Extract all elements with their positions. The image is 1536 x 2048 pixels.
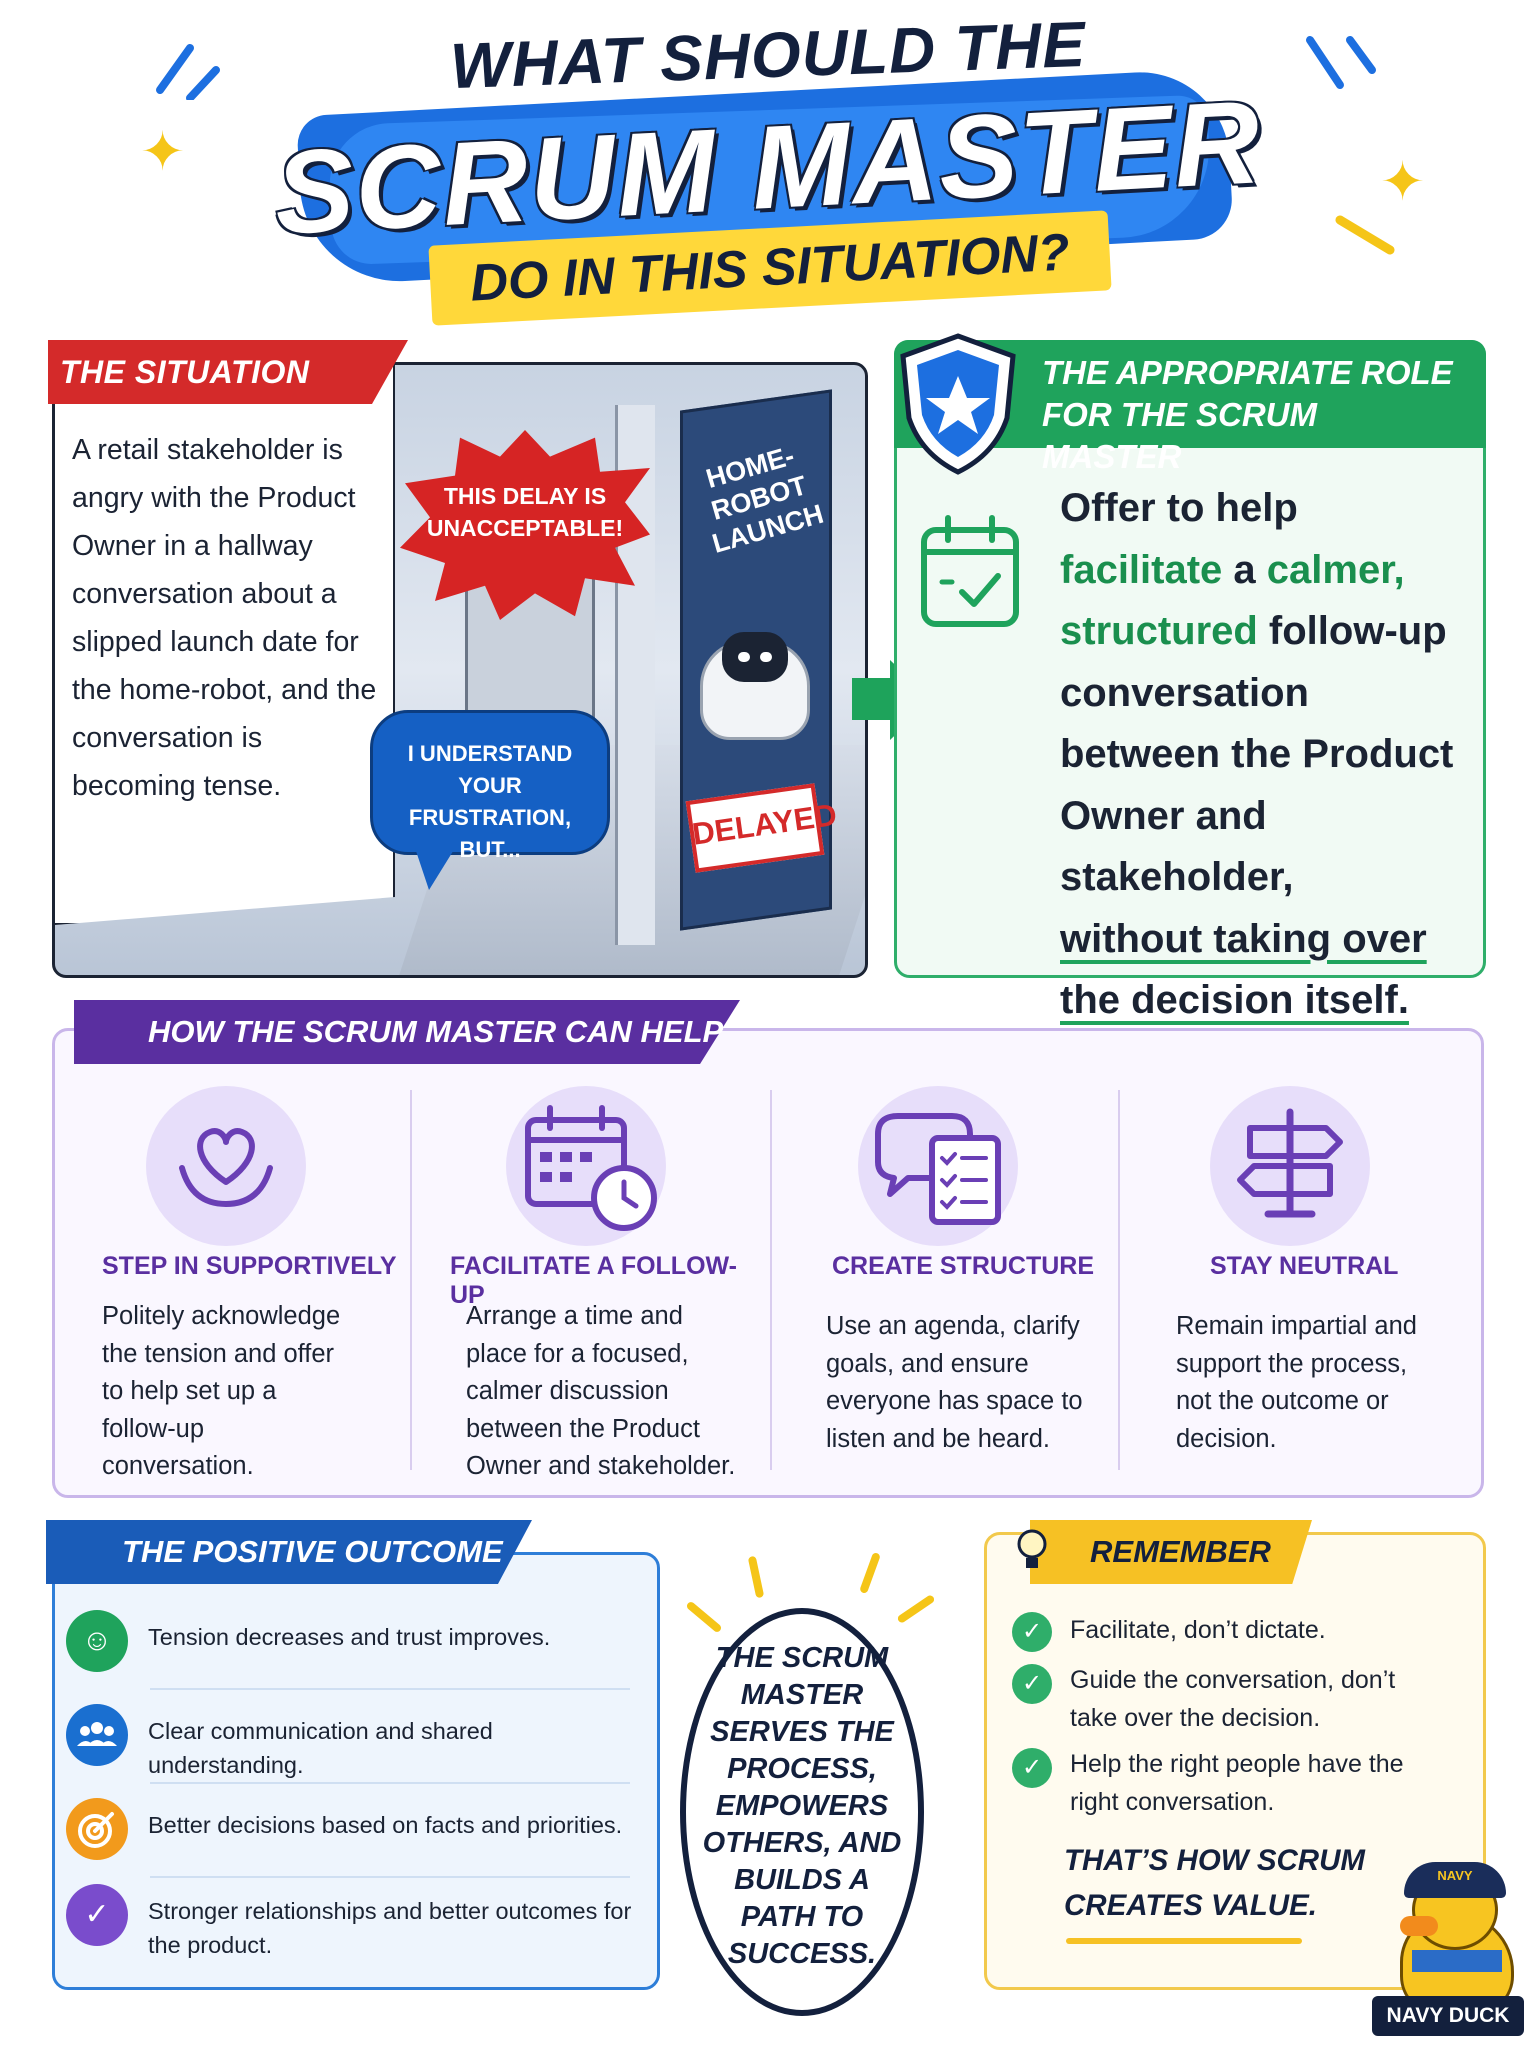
- sparkle-icon: ✦: [1380, 152, 1426, 212]
- outcome-item: Clear communication and shared understan…: [66, 1704, 646, 1794]
- column-divider: [770, 1090, 772, 1470]
- sparkle-icon: ✦: [140, 122, 186, 182]
- highlight-underline: [1066, 1938, 1302, 1944]
- outcome-item: ☺ Tension decreases and trust improves.: [66, 1610, 646, 1700]
- mascot-label: NAVY DUCK: [1386, 2004, 1510, 2027]
- outcome-text: Tension decreases and trust improves.: [148, 1624, 551, 1650]
- role-text-underlined: without taking over the decision itself.: [1060, 916, 1427, 1023]
- role-text-highlight: calmer,: [1266, 547, 1405, 592]
- divider: [150, 1782, 630, 1784]
- situation-tag: [48, 340, 408, 404]
- target-icon: [66, 1798, 128, 1860]
- ray-icon: [896, 1593, 936, 1625]
- robot-eye: [760, 652, 772, 662]
- divider: [150, 1688, 630, 1690]
- remember-item: Help the right people have the right con…: [1070, 1750, 1404, 1816]
- situation-tag-label: THE SITUATION: [60, 354, 310, 390]
- ray-icon: [859, 1551, 881, 1595]
- outcome-tag-label: THE POSITIVE OUTCOME: [122, 1534, 503, 1569]
- step-description: Arrange a time and place for a focused, …: [466, 1302, 736, 1480]
- robot-face: [722, 632, 788, 682]
- remember-item: Guide the conversation, don’t take over …: [1070, 1666, 1396, 1732]
- calm-speech-bubble: [370, 710, 610, 855]
- step-description: Remain impartial and support the process…: [1176, 1312, 1417, 1453]
- divider: [150, 1876, 630, 1878]
- role-text-part: follow-up conversation between the Produ…: [1060, 609, 1454, 899]
- help-tag-label: HOW THE SCRUM MASTER CAN HELP: [148, 1014, 724, 1049]
- lightbulb-icon: [1012, 1524, 1052, 1576]
- calendar-clock-icon: [506, 1086, 666, 1246]
- check-icon: ✓: [1012, 1664, 1052, 1704]
- outcome-text: Clear communication and shared understan…: [148, 1718, 493, 1778]
- outcome-text: Better decisions based on facts and prio…: [148, 1812, 623, 1838]
- outcome-text: Stronger relationships and better outcom…: [148, 1898, 632, 1958]
- motto-text: THE SCRUM MASTER SERVES THE PROCESS, EMP…: [702, 1642, 902, 1970]
- step-title: STEP IN SUPPORTIVELY: [102, 1252, 397, 1280]
- step-title: CREATE STRUCTURE: [832, 1252, 1095, 1280]
- role-text-highlight: structured: [1060, 609, 1258, 653]
- calm-speech-text: I UNDERSTAND YOUR FRUSTRATION, BUT...: [407, 741, 573, 862]
- remember-tag: [1030, 1520, 1312, 1584]
- check-icon: ✓: [1012, 1748, 1052, 1788]
- smile-icon: ☺: [66, 1610, 128, 1672]
- speech-bubble-tail: [415, 848, 455, 890]
- signpost-icon: [1210, 1086, 1370, 1246]
- situation-text: A retail stakeholder is angry with the P…: [72, 434, 377, 802]
- check-icon: ✓: [66, 1884, 128, 1946]
- column-divider: [1118, 1090, 1120, 1470]
- duck-cap-label: NAVY: [1437, 1868, 1473, 1883]
- motto-oval: [680, 1608, 924, 2016]
- ray-icon: [747, 1555, 765, 1599]
- remember-tag-label: REMEMBER: [1090, 1534, 1271, 1569]
- role-description: Offer to help facilitate a calmer, struc…: [1060, 478, 1480, 1032]
- role-title: THE APPROPRIATE ROLE FOR THE SCRUM MASTE…: [1042, 354, 1453, 475]
- role-text-part: Offer to help: [1060, 486, 1298, 530]
- duck-cap: [1404, 1862, 1506, 1898]
- remember-item: Facilitate, don’t dictate.: [1070, 1616, 1326, 1644]
- column-divider: [410, 1090, 412, 1470]
- ray-icon: [685, 1600, 723, 1634]
- burst-lines-icon: [150, 40, 220, 102]
- burst-lines-icon: [1330, 210, 1400, 270]
- outcome-tag: [46, 1520, 532, 1584]
- outcome-item: ✓ Stronger relationships and better outc…: [66, 1884, 646, 1974]
- remember-final: THAT’S HOW SCRUM CREATES VALUE.: [1064, 1844, 1365, 1922]
- arrow-right-icon: [852, 678, 896, 720]
- step-title: FACILITATE A FOLLOW-UP: [450, 1252, 737, 1309]
- situation-paper: [55, 365, 395, 925]
- angry-speech-text: THIS DELAY IS UNACCEPTABLE!: [426, 483, 624, 541]
- step-description: Politely acknowledge the tension and off…: [102, 1302, 341, 1480]
- role-text-part: a: [1222, 547, 1267, 592]
- check-icon: ✓: [1012, 1612, 1052, 1652]
- robot-eye: [738, 652, 750, 662]
- shield-star-icon: [895, 330, 1021, 478]
- step-title: STAY NEUTRAL: [1210, 1252, 1399, 1280]
- chat-checklist-icon: [858, 1086, 1018, 1246]
- people-icon: [66, 1704, 128, 1766]
- burst-lines-icon: [1300, 30, 1380, 100]
- outcome-item: Better decisions based on facts and prio…: [66, 1798, 646, 1888]
- heart-hands-icon: [146, 1086, 306, 1246]
- step-description: Use an agenda, clarify goals, and ensure…: [826, 1312, 1083, 1453]
- duck-beak: [1400, 1916, 1438, 1936]
- calendar-check-icon: [918, 508, 1022, 632]
- help-tag: [74, 1000, 740, 1064]
- outcome-panel: [52, 1552, 660, 1990]
- mascot-label-plate: [1372, 1996, 1524, 2036]
- duck-collar: [1412, 1950, 1502, 1972]
- role-text-highlight: facilitate: [1060, 547, 1223, 592]
